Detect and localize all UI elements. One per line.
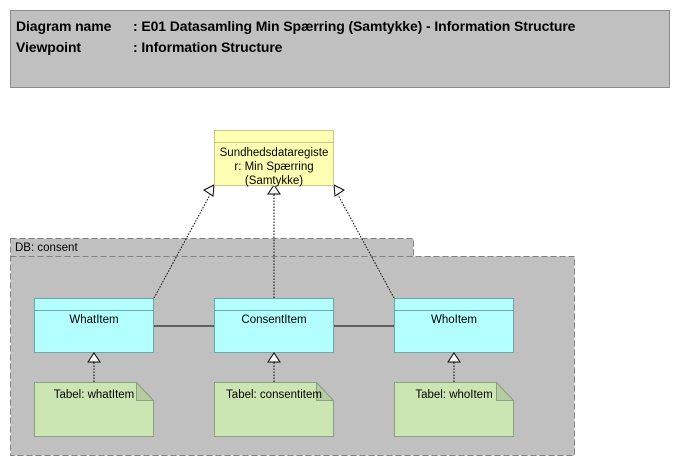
- realization-line-whoitem: [336, 192, 395, 299]
- triangle-arrow-icon: [87, 352, 101, 363]
- class-name: ConsentItem: [241, 314, 306, 326]
- triangle-arrow-icon: [447, 352, 461, 363]
- viewpoint-row: Viewpoint : Information Structure: [16, 39, 282, 55]
- note-text: Tabel: consentitem: [226, 389, 322, 401]
- class-name: WhatItem: [69, 314, 118, 326]
- class-consentitem[interactable]: ConsentItem: [214, 298, 334, 353]
- viewpoint-label: Viewpoint: [16, 39, 81, 55]
- diagram-header: Diagram name : E01 Datasamling Min Spærri…: [10, 10, 670, 88]
- diagram-name-row: Diagram name : E01 Datasamling Min Spærri…: [16, 18, 575, 34]
- diagram-name-value: : E01 Datasamling Min Spærring (Samtykke…: [133, 18, 576, 34]
- parent-class-line-2: r: Min Spærring: [234, 161, 313, 173]
- class-whatitem[interactable]: WhatItem: [34, 298, 154, 353]
- parent-class-box[interactable]: Sundhedsdataregiste r: Min Spærring (Sam…: [214, 130, 334, 188]
- realization-line-whatitem: [153, 192, 212, 299]
- note-connectors: [87, 352, 461, 382]
- viewpoint-value: : Information Structure: [133, 39, 283, 55]
- triangle-arrow-icon: [333, 184, 345, 197]
- note-text: Tabel: whatItem: [54, 389, 135, 401]
- note-whatitem[interactable]: Tabel: whatItem: [34, 381, 155, 437]
- triangle-arrow-icon: [267, 184, 281, 195]
- triangle-arrow-icon: [203, 184, 215, 197]
- note-consentitem[interactable]: Tabel: consentitem: [214, 381, 335, 437]
- diagram-name-label: Diagram name: [16, 18, 112, 34]
- realization-connectors: [153, 184, 395, 299]
- class-whoitem[interactable]: WhoItem: [394, 298, 514, 353]
- note-text: Tabel: whoItem: [415, 389, 492, 401]
- parent-class-line-3: (Samtykke): [245, 175, 303, 187]
- note-whoitem[interactable]: Tabel: whoItem: [394, 381, 515, 437]
- package-label: DB: consent: [15, 242, 78, 254]
- class-name: WhoItem: [431, 314, 477, 326]
- triangle-arrow-icon: [267, 352, 281, 363]
- parent-class-line-1: Sundhedsdataregiste: [220, 147, 329, 159]
